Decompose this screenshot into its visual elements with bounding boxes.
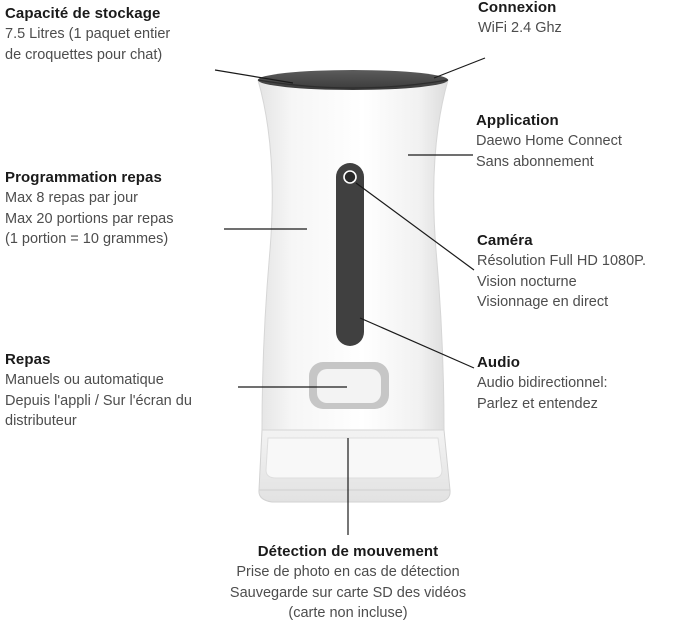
annotation-camera: Caméra Résolution Full HD 1080P. Vision … [477, 231, 646, 313]
annotation-line: de croquettes pour chat) [5, 46, 163, 63]
annotation-title: Détection de mouvement [257, 543, 439, 560]
annotation-line: Max 20 portions par repas [5, 210, 174, 227]
annotation-title: Programmation repas [5, 169, 162, 186]
annotation-title: Connexion [478, 0, 557, 16]
lid [258, 70, 448, 90]
annotation-line: Manuels ou automatique [5, 372, 164, 388]
annotation-line: Sans abonnement [476, 153, 594, 170]
annotation-title: Capacité de stockage [5, 5, 161, 22]
annotation-title: Application [476, 112, 559, 129]
annotation-line: (1 portion = 10 grammes) [5, 231, 169, 247]
annotation-audio: Audio Audio bidirectionnel: Parlez et en… [477, 353, 608, 414]
annotation-line: Résolution Full HD 1080P. [477, 253, 646, 269]
annotation-line: Parlez et entendez [477, 395, 598, 412]
leader-audio [359, 317, 475, 369]
annotation-line: Sauvegarde sur carte SD des vidéos [229, 584, 467, 601]
leader-capacite [214, 69, 294, 84]
annotation-line: Visionnage en direct [477, 294, 609, 310]
annotation-line: WiFi 2.4 Ghz [478, 20, 562, 36]
annotation-line: Vision nocturne [477, 273, 577, 290]
annotation-programmation: Programmation repas Max 8 repas par jour… [5, 168, 173, 250]
annotation-line: Daewo Home Connect [476, 133, 622, 149]
annotation-connexion: Connexion WiFi 2.4 Ghz [478, 0, 562, 39]
annotation-line: distributeur [5, 413, 77, 429]
annotation-line: Depuis l'appli / Sur l'écran du [5, 392, 192, 409]
leader-connexion [433, 57, 486, 79]
annotation-line: Max 8 repas par jour [5, 190, 138, 206]
annotation-capacite: Capacité de stockage 7.5 Litres (1 paque… [5, 4, 170, 65]
annotation-line: 7.5 Litres (1 paquet entier [5, 26, 171, 42]
annotation-repas: Repas Manuels ou automatique Depuis l'ap… [5, 350, 192, 432]
annotation-line: Audio bidirectionnel: [477, 375, 608, 391]
leader-camera [355, 182, 475, 271]
annotation-application: Application Daewo Home Connect Sans abon… [476, 111, 622, 172]
annotation-title: Audio [477, 354, 520, 371]
annotation-detection: Détection de mouvement Prise de photo en… [188, 542, 508, 624]
annotation-line: (carte non incluse) [288, 605, 408, 621]
camera-lens-icon [343, 170, 357, 184]
annotation-line: Prise de photo en cas de détection [236, 564, 460, 580]
food-tray [258, 429, 451, 503]
annotation-title: Caméra [477, 232, 533, 249]
camera-display-strip [336, 163, 364, 346]
annotation-title: Repas [5, 351, 51, 368]
